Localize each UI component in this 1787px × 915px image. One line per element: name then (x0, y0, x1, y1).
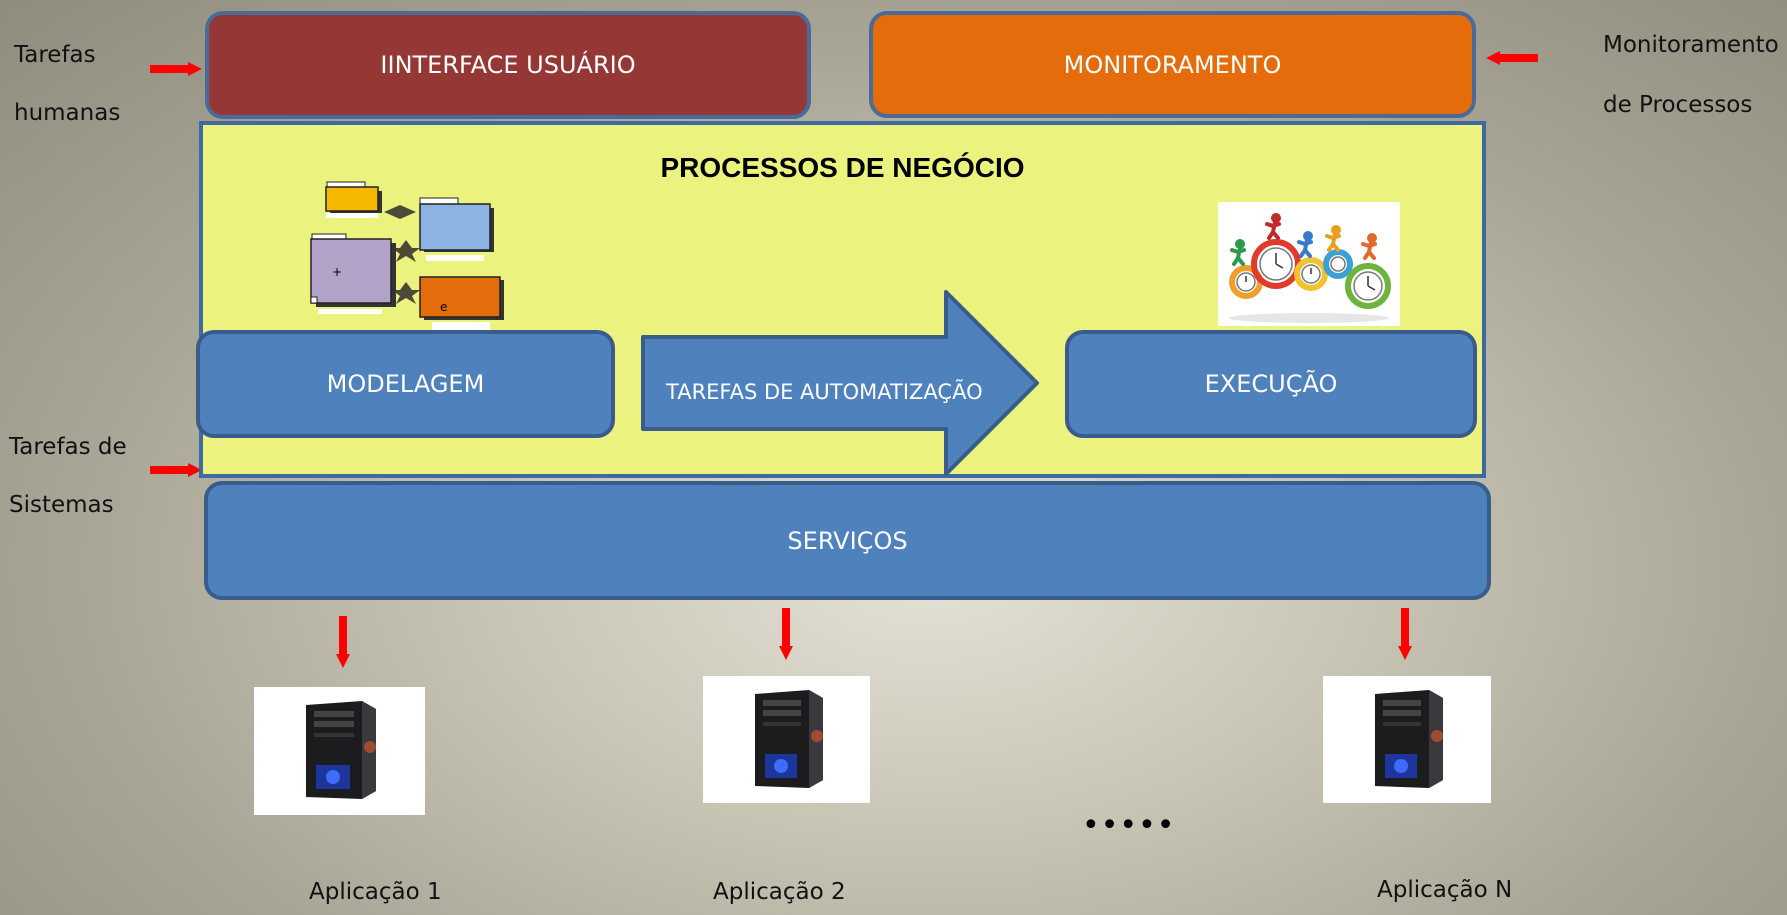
system-tasks-label-2: Sistemas (9, 492, 114, 518)
execution-label: EXECUÇÃO (1204, 370, 1338, 398)
app2-computer-icon (703, 676, 870, 803)
human-tasks-label-2: humanas (14, 100, 121, 126)
user-interface-box: IINTERFACE USUÁRIO (205, 11, 811, 119)
services-label: SERVIÇOS (787, 526, 908, 555)
app1-label: Aplicação 1 (309, 879, 442, 905)
monitoring-label-1: Monitoramento (1603, 32, 1779, 58)
appn-computer-icon (1323, 676, 1491, 803)
services-box: SERVIÇOS (204, 481, 1491, 600)
automation-label: TAREFAS DE AUTOMATIZAÇÃO (666, 380, 983, 404)
app1-arrow (336, 616, 350, 668)
user-interface-label: IINTERFACE USUÁRIO (380, 51, 636, 79)
appn-label: Aplicação N (1377, 877, 1513, 903)
more-apps-ellipsis: ••••• (1082, 808, 1176, 843)
human-tasks-label-1: Tarefas (14, 42, 96, 68)
execution-gears-image (1218, 202, 1400, 326)
app2-arrow (779, 608, 793, 660)
model-e-mark: e (440, 300, 447, 314)
model-plus-mark: + (332, 265, 342, 279)
system-tasks-label-1: Tarefas de (9, 434, 127, 460)
monitoring-label-2: de Processos (1603, 92, 1753, 118)
business-process-title: PROCESSOS DE NEGÓCIO (660, 152, 1025, 183)
human-tasks-arrow (150, 62, 202, 76)
app2-label: Aplicação 2 (713, 879, 846, 905)
monitoring-box-label: MONITORAMENTO (1063, 50, 1282, 79)
process-model-icon: + e (310, 181, 504, 338)
modeling-box: MODELAGEM (196, 330, 615, 438)
appn-arrow (1398, 608, 1412, 660)
automation-arrow (641, 290, 1039, 476)
app1-computer-icon (254, 687, 425, 815)
system-tasks-arrow (150, 463, 202, 477)
modeling-label: MODELAGEM (326, 370, 485, 398)
monitoring-box: MONITORAMENTO (869, 11, 1476, 118)
monitoring-arrow (1486, 51, 1538, 65)
execution-box: EXECUÇÃO (1065, 330, 1477, 438)
